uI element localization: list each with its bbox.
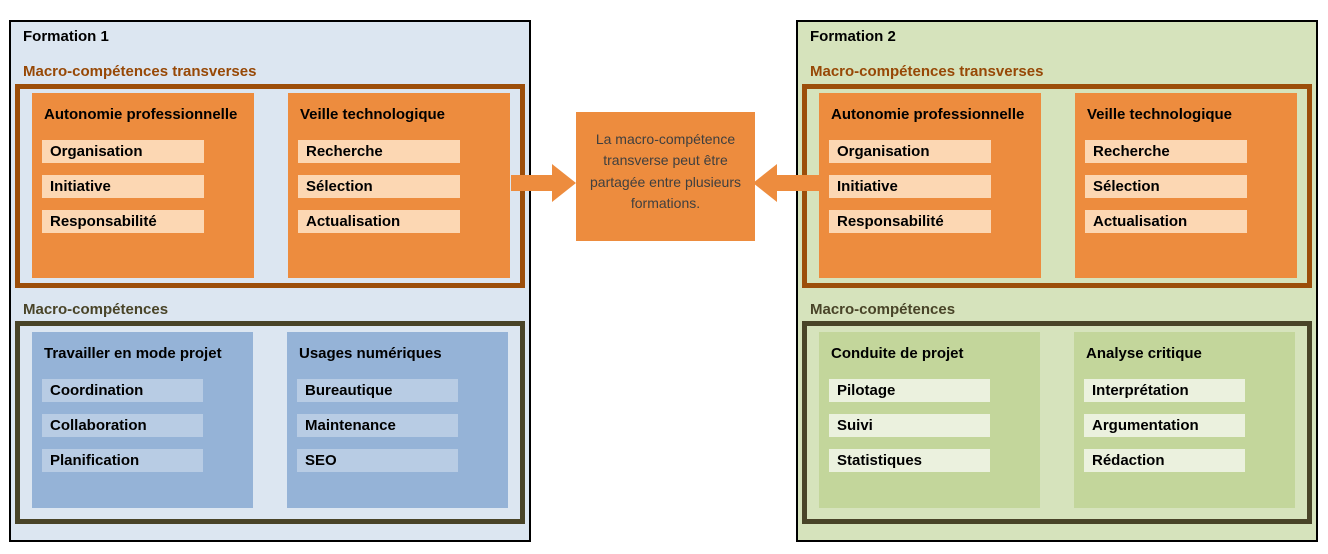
competence-item: Planification xyxy=(42,449,203,472)
competence-item: Initiative xyxy=(829,175,991,198)
competence-item: Suivi xyxy=(829,414,990,437)
section-label-macro: Macro-compétences xyxy=(810,301,956,318)
competence-group: Veille technologique Recherche Sélection… xyxy=(1075,93,1297,278)
group-title: Travailler en mode projet xyxy=(44,345,222,362)
panel-formation-2: Formation 2 Macro-compétences transverse… xyxy=(796,20,1318,542)
competence-group: Autonomie professionnelle Organisation I… xyxy=(819,93,1041,278)
competence-item: Actualisation xyxy=(298,210,460,233)
competence-item: Collaboration xyxy=(42,414,203,437)
competence-item: Sélection xyxy=(1085,175,1247,198)
group-title: Veille technologique xyxy=(1087,106,1233,123)
competence-item: Recherche xyxy=(298,140,460,163)
competence-group: Autonomie professionnelle Organisation I… xyxy=(32,93,254,278)
competence-item: Bureautique xyxy=(297,379,458,402)
competence-group: Veille technologique Recherche Sélection… xyxy=(288,93,510,278)
competence-item: SEO xyxy=(297,449,458,472)
competence-group: Travailler en mode projet Coordination C… xyxy=(32,332,253,508)
competence-item: Sélection xyxy=(298,175,460,198)
section-label-transverses: Macro-compétences transverses xyxy=(23,63,257,80)
group-title: Conduite de projet xyxy=(831,345,964,362)
competence-group: Conduite de projet Pilotage Suivi Statis… xyxy=(819,332,1040,508)
competence-group: Analyse critique Interprétation Argument… xyxy=(1074,332,1295,508)
section-transverses: Autonomie professionnelle Organisation I… xyxy=(15,84,525,288)
competence-item: Pilotage xyxy=(829,379,990,402)
competence-item: Interprétation xyxy=(1084,379,1245,402)
competence-item: Initiative xyxy=(42,175,204,198)
section-label-macro: Macro-compétences xyxy=(23,301,169,318)
competence-item: Argumentation xyxy=(1084,414,1245,437)
section-macro: Travailler en mode projet Coordination C… xyxy=(15,321,525,524)
group-title: Veille technologique xyxy=(300,106,446,123)
competence-item: Responsabilité xyxy=(829,210,991,233)
note-text: La macro-compétence transverse peut être… xyxy=(590,131,741,211)
competence-item: Rédaction xyxy=(1084,449,1245,472)
competence-item: Maintenance xyxy=(297,414,458,437)
competence-item: Actualisation xyxy=(1085,210,1247,233)
competence-item: Statistiques xyxy=(829,449,990,472)
arrow-right-icon xyxy=(511,164,576,202)
competence-item: Coordination xyxy=(42,379,203,402)
group-title: Autonomie professionnelle xyxy=(44,106,238,123)
section-macro: Conduite de projet Pilotage Suivi Statis… xyxy=(802,321,1312,524)
panel-formation-1: Formation 1 Macro-compétences transverse… xyxy=(9,20,531,542)
group-title: Autonomie professionnelle xyxy=(831,106,1025,123)
shared-competence-note: La macro-compétence transverse peut être… xyxy=(576,112,755,241)
competence-item: Responsabilité xyxy=(42,210,204,233)
panel-title: Formation 1 xyxy=(23,28,109,45)
competence-item: Organisation xyxy=(829,140,991,163)
arrow-left-icon xyxy=(753,164,820,202)
section-transverses: Autonomie professionnelle Organisation I… xyxy=(802,84,1312,288)
competence-group: Usages numériques Bureautique Maintenanc… xyxy=(287,332,508,508)
group-title: Usages numériques xyxy=(299,345,442,362)
group-title: Analyse critique xyxy=(1086,345,1202,362)
panel-title: Formation 2 xyxy=(810,28,896,45)
section-label-transverses: Macro-compétences transverses xyxy=(810,63,1044,80)
competence-item: Organisation xyxy=(42,140,204,163)
competence-item: Recherche xyxy=(1085,140,1247,163)
